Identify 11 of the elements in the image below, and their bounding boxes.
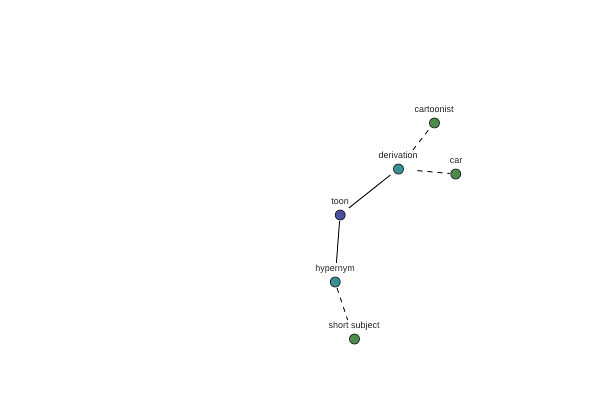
- node-label: toon: [331, 196, 349, 207]
- connector-line: [348, 174, 391, 209]
- node-label: car: [450, 155, 462, 166]
- node-label: short subject: [328, 320, 380, 331]
- node-label: hypernym: [315, 263, 355, 274]
- connector-line: [336, 220, 340, 264]
- connector-line: [417, 170, 450, 174]
- node-label: derivation: [378, 150, 418, 161]
- node-label: cartoonist: [414, 104, 454, 115]
- connector-line: [412, 128, 430, 150]
- connector-line: [336, 288, 348, 320]
